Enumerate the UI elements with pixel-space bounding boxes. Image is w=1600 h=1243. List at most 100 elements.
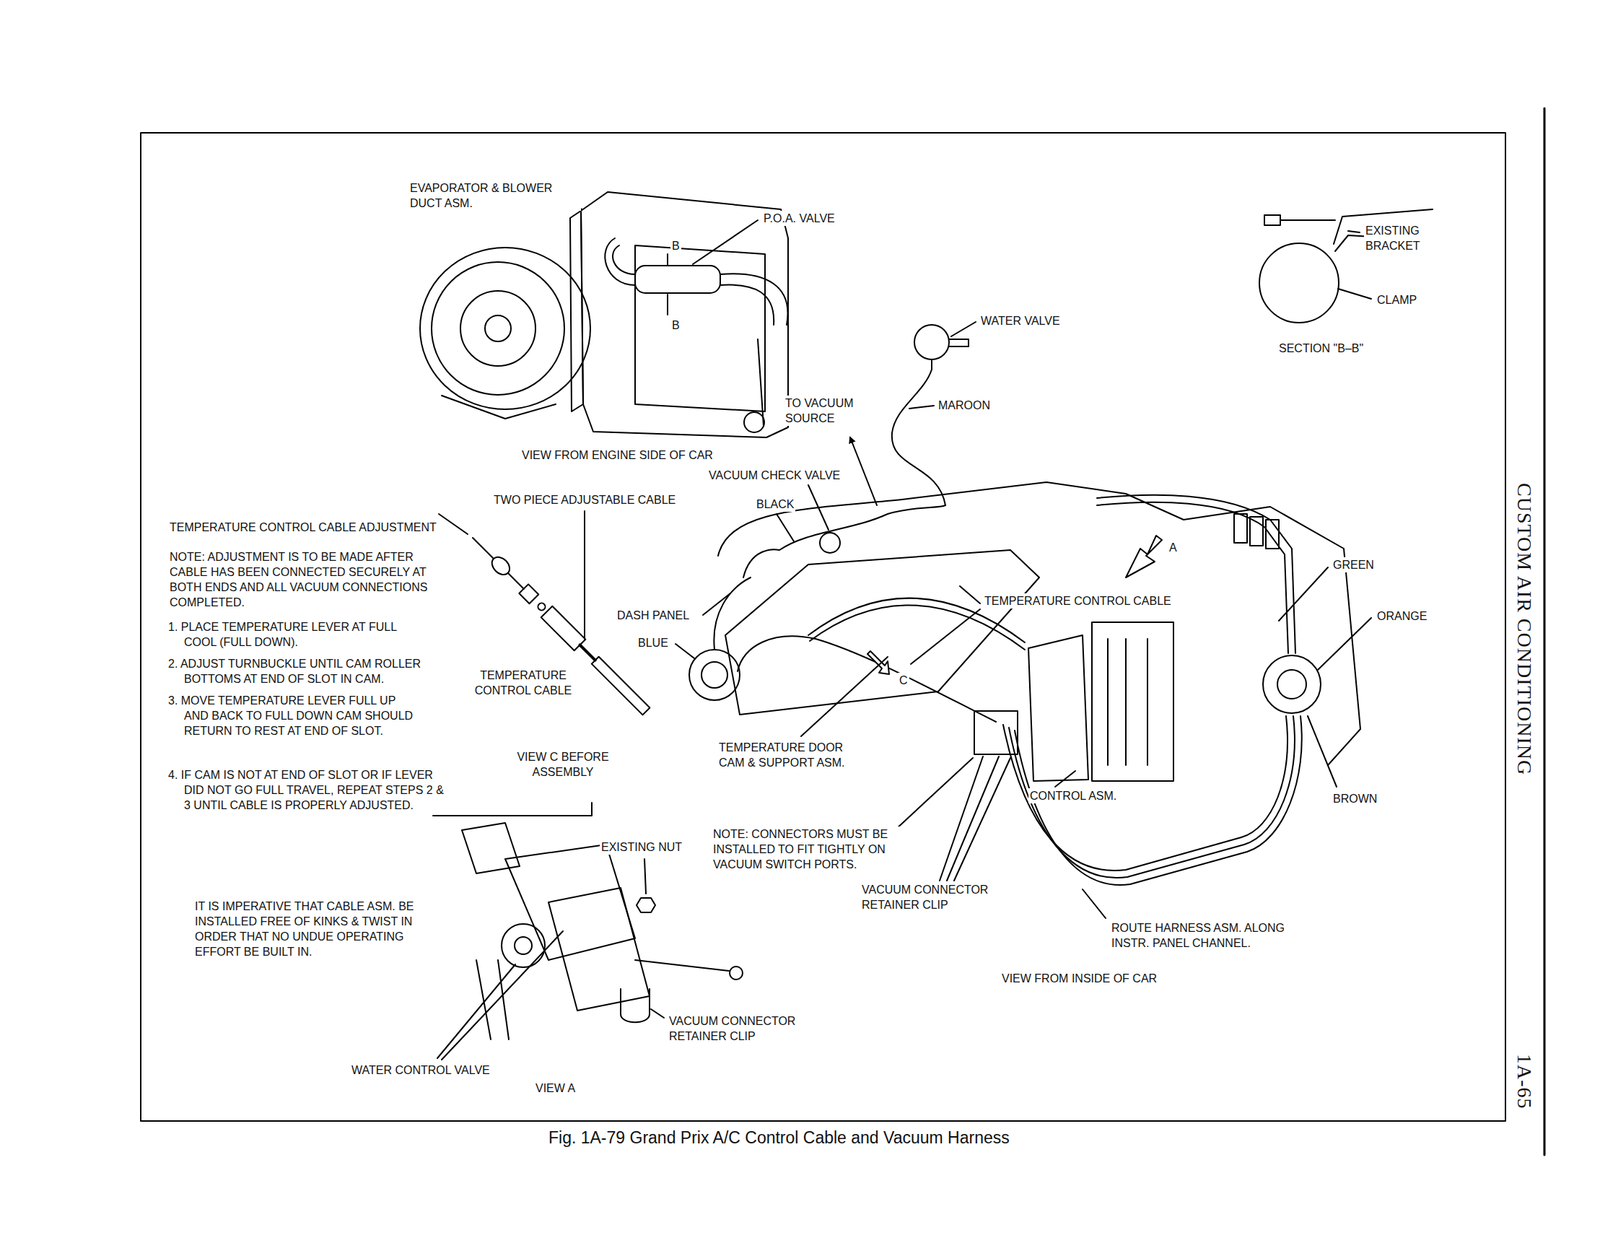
callout-label: VACUUM CHECK VALVE <box>707 467 842 483</box>
leader-line <box>583 510 586 639</box>
leader-line <box>1338 288 1372 299</box>
suction-hose <box>720 273 789 325</box>
blue-hose <box>713 577 751 650</box>
leader-line <box>776 513 794 542</box>
harness <box>737 635 996 722</box>
callout-label: MAROON <box>936 397 992 413</box>
callout-label: P.O.A. VALVE <box>762 210 837 226</box>
callout-label: 3. MOVE TEMPERATURE LEVER FULL UP AND BA… <box>168 692 417 739</box>
harness-top <box>1096 495 1296 654</box>
leader-line <box>954 757 1011 881</box>
page-header: 1A-65 <box>1512 1050 1536 1113</box>
leader-line <box>1317 617 1372 670</box>
callout-label: A <box>1167 539 1179 555</box>
callout-label: EXISTING BRACKET <box>1364 223 1447 254</box>
callout-label: WATER CONTROL VALVE <box>350 1062 492 1078</box>
clamp <box>1259 243 1339 323</box>
callout-label: CONTROL ASM. <box>1028 788 1118 804</box>
connector <box>1249 516 1263 546</box>
motor-hub <box>484 315 511 342</box>
control-asm <box>1091 622 1174 781</box>
connector <box>1265 519 1279 549</box>
retainer-clip <box>620 988 650 1022</box>
leader-line <box>702 593 731 615</box>
fitting <box>744 412 765 433</box>
cable-sheath <box>591 656 651 716</box>
support-rail <box>476 959 509 1040</box>
bracket-plate <box>461 822 520 874</box>
leader-line <box>650 1008 664 1018</box>
check-valve <box>819 532 841 553</box>
callout-label: EXISTING NUT <box>599 839 684 855</box>
motor-end <box>460 290 536 366</box>
view-arrow <box>867 650 890 675</box>
bracket-line <box>1280 219 1336 221</box>
callout-label: CLAMP <box>1375 292 1419 308</box>
control-bracket <box>1028 635 1089 781</box>
leader-line <box>692 220 758 265</box>
cable-end <box>729 966 743 980</box>
control-slots <box>1107 638 1148 765</box>
callout-label: SECTION "B–B" <box>1277 340 1365 356</box>
callout-label: WATER VALVE <box>979 313 1062 329</box>
cable-ball <box>536 601 547 612</box>
callout-label: B <box>670 317 682 333</box>
heater-case <box>725 549 1040 715</box>
cable-rod <box>508 573 524 589</box>
clamp-screw <box>1264 215 1281 226</box>
callout-label: VACUUM CONNECTOR RETAINER CLIP <box>667 1013 823 1044</box>
connector <box>1234 513 1248 543</box>
callout-label: C <box>897 672 910 688</box>
poa-tube <box>604 238 636 286</box>
leader-line <box>441 930 563 1060</box>
leader-line <box>644 858 646 894</box>
vacuum-switch <box>974 710 1018 755</box>
callout-label: BLACK <box>754 496 796 512</box>
callout-label: DASH PANEL <box>615 607 691 623</box>
vacuum-source-arrow <box>850 437 877 506</box>
callout-label: GREEN <box>1331 557 1376 573</box>
callout-label: TEMPERATURE CONTROL CABLE <box>464 667 583 698</box>
callout-label: TO VACUUM SOURCE <box>783 395 881 426</box>
harness <box>1014 715 1302 885</box>
drawing <box>140 108 1545 1155</box>
valve-port <box>949 339 969 347</box>
leader-line <box>801 656 888 737</box>
callout-label: VACUUM CONNECTOR RETAINER CLIP <box>860 881 1015 913</box>
margin-rule <box>1543 108 1546 1155</box>
existing-nut <box>636 897 656 913</box>
callout-label: B <box>670 238 682 254</box>
water-control-valve <box>501 923 545 968</box>
leader-line <box>437 964 516 1059</box>
blower-scroll <box>420 247 591 410</box>
leader-line <box>959 586 981 604</box>
leader-line <box>910 609 981 664</box>
leader-line <box>675 643 695 659</box>
callout-label: TEMPERATURE CONTROL CABLE <box>982 593 1173 609</box>
leader-line <box>1278 567 1328 621</box>
callout-label: TEMPERATURE CONTROL CABLE ADJUSTMENT <box>168 519 439 535</box>
cable-wire <box>635 959 729 971</box>
callout-label: TEMPERATURE DOOR CAM & SUPPORT ASM. <box>717 739 869 771</box>
callout-label: NOTE: CONNECTORS MUST BE INSTALLED TO FI… <box>711 826 931 872</box>
leader-line <box>1348 230 1360 233</box>
cable-end <box>472 537 493 558</box>
valve-center <box>514 936 532 955</box>
dash-panel <box>718 482 1361 765</box>
leader-line <box>808 484 829 530</box>
view-arrow <box>1125 535 1162 578</box>
section-mark <box>666 294 669 315</box>
orange-actuator <box>1262 655 1321 714</box>
evaporator-housing <box>580 191 789 438</box>
section-mark <box>666 254 669 266</box>
leader-line <box>894 757 973 830</box>
callout-label: VIEW A <box>534 1080 577 1096</box>
panel-edge <box>433 802 592 816</box>
leader-line <box>438 513 468 535</box>
actuator-center <box>701 661 728 688</box>
blue-actuator <box>689 649 740 701</box>
cable-core <box>579 644 595 660</box>
bracket-plate <box>548 887 650 1011</box>
housing-flange <box>570 210 584 412</box>
